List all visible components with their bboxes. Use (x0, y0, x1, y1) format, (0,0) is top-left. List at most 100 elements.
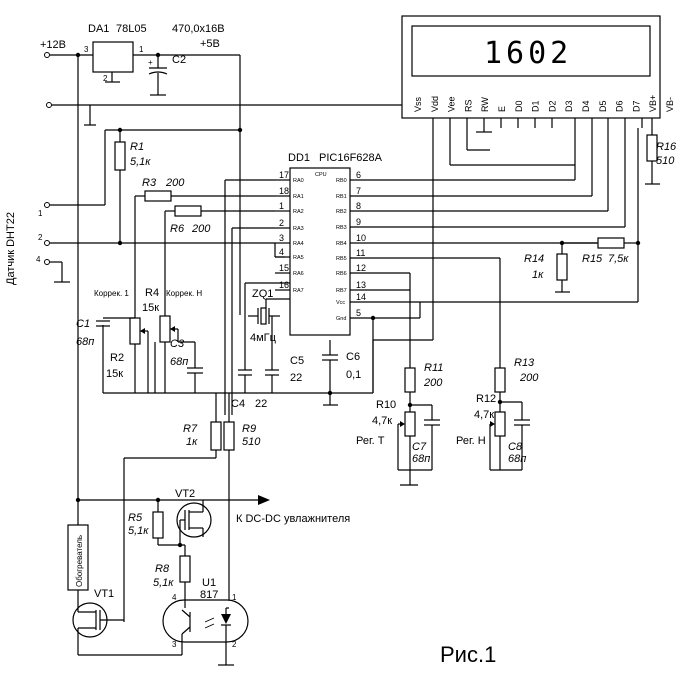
potentiometer-r12 (489, 399, 522, 471)
label-r2-value: 15к (106, 368, 123, 380)
label-r11-value: 200 (423, 377, 443, 389)
label-sensor: Датчик DHT22 (5, 212, 17, 285)
label-c3-value: 68п (170, 356, 188, 368)
label-r16-value: 510 (656, 155, 675, 167)
label-r14: R14 (524, 253, 544, 265)
label-c6: C6 (346, 351, 360, 363)
mcu-right-pins: 6RB07RB18RB29RB310RB411RB512RB613RB714Vc… (336, 170, 366, 322)
label-r9-value: 510 (242, 436, 261, 448)
label-corr-h: Коррек. Н (166, 289, 202, 298)
output-arrow-icon (258, 495, 270, 505)
potentiometer-r4 (154, 315, 179, 393)
mcu-left-pin-number: 17 (279, 170, 289, 180)
label-r4-value: 15к (142, 302, 159, 314)
potentiometer-r2 (129, 317, 149, 393)
label-12v: +12В (40, 39, 66, 51)
lcd-display-text: 1602 (484, 36, 572, 71)
label-vt2: VT2 (175, 488, 195, 500)
label-r6-value: 200 (191, 223, 211, 235)
lcd-pin-label: VB+ (648, 95, 658, 112)
resistor-r6 (164, 205, 275, 316)
label-zq1-value: 4мГц (250, 332, 277, 344)
resistor-r14 (555, 240, 570, 293)
label-pic: PIC16F628A (319, 152, 383, 164)
u1-pin1-label: 1 (232, 593, 237, 602)
lcd-pin-label: RS (463, 99, 473, 112)
label-u1: U1 (202, 577, 216, 589)
label-corr-1: Коррек. 1 (94, 289, 129, 298)
lcd-pin-label: D6 (615, 100, 625, 112)
lcd-pin-label: D3 (564, 100, 574, 112)
label-r6: R6 (170, 223, 185, 235)
mcu-left-pin-number: 3 (279, 233, 284, 243)
label-r8: R8 (155, 563, 170, 575)
resistor-r8 (179, 545, 191, 600)
mcu-right-pin-name: RB4 (336, 241, 347, 247)
label-c4-value: 22 (255, 398, 267, 410)
label-da1: DA1 (88, 23, 109, 35)
u1-pin3-label: 3 (172, 640, 177, 649)
label-r10: R10 (376, 399, 396, 411)
resistor-r16 (645, 118, 660, 185)
resistor-r15 (562, 118, 643, 249)
lcd-pin-label: D4 (581, 100, 591, 112)
mcu-right-pin-name: RB0 (336, 178, 347, 184)
label-r1-value: 5,1к (130, 156, 151, 168)
mcu-right-pin-name: RB3 (336, 225, 347, 231)
mcu-right-pin-number: 14 (356, 292, 366, 302)
label-c2-value: 470,0x16В (172, 23, 225, 35)
label-c7: C7 (412, 441, 427, 453)
capacitor-c4 (238, 369, 252, 393)
mcu-left-pin-name: RA1 (293, 194, 304, 200)
label-c7-value: 68п (412, 453, 430, 465)
mcu-right-pin-number: 8 (356, 201, 361, 211)
label-c8-value: 68п (508, 453, 526, 465)
mcu-left-pin-number: 16 (279, 280, 289, 290)
terminal-12v (44, 52, 50, 58)
reg-pin1: 1 (139, 45, 144, 54)
mcu-dd1: CPU 17RA018RA11RA22RA33RA44RA515RA616RA7… (275, 167, 366, 336)
lcd-pin-label: Vdd (430, 96, 440, 112)
lcd-pin-label: D7 (631, 100, 641, 112)
label-r8-value: 5,1к (153, 577, 174, 589)
capacitor-c7 (410, 404, 440, 470)
label-c1-value: 68п (76, 336, 94, 348)
reg-pin2: 2 (103, 74, 108, 83)
label-r12: R12 (476, 393, 496, 405)
mcu-left-pin-name: RA4 (293, 241, 304, 247)
capacitor-c1 (96, 317, 135, 327)
mcu-left-pin-number: 2 (279, 218, 284, 228)
label-r7-value: 1к (186, 436, 198, 448)
resistor-r13 (494, 367, 506, 412)
optocoupler-u1 (162, 599, 249, 643)
mcu-right-pin-name: Vcc (336, 300, 345, 306)
mcu-right-pin-number: 7 (356, 186, 361, 196)
lcd-pin-label: D2 (547, 100, 557, 112)
label-c6-value: 0,1 (346, 369, 361, 381)
sensor-pin4-label: 4 (36, 255, 41, 264)
mcu-right-pin-number: 5 (356, 308, 361, 318)
power-supply: +12В DA1 78L05 3 1 2 470,0x16В +5В + C2 (40, 23, 243, 525)
u1-pin4-label: 4 (172, 593, 177, 602)
svg-text:+: + (148, 58, 153, 67)
label-r15-value: 7,5к (608, 253, 629, 265)
mcu-right-pin-number: 10 (356, 233, 366, 243)
potentiometer-r10 (397, 402, 432, 486)
label-817: 817 (200, 589, 218, 601)
lcd-pin-label: D1 (531, 100, 541, 112)
label-5v: +5В (200, 38, 220, 50)
sensor-pin1-label: 1 (38, 209, 43, 218)
mcu-left-pin-name: RA2 (293, 209, 304, 215)
mcu-left-pin-name: RA3 (293, 226, 304, 232)
resistor-r7 (123, 393, 222, 622)
label-c3: C3 (170, 338, 185, 350)
mcu-left-pin-number: 18 (279, 186, 289, 196)
mcu-cpu-label: CPU (315, 172, 327, 178)
capacitor-c6 (322, 340, 338, 393)
mcu-right-pin-number: 9 (356, 217, 361, 227)
mcu-right-pin-number: 13 (356, 280, 366, 290)
mcu-right-pin-name: RB7 (336, 288, 347, 294)
mcu-right-pin-number: 12 (356, 263, 366, 273)
resistor-r3 (134, 190, 275, 318)
